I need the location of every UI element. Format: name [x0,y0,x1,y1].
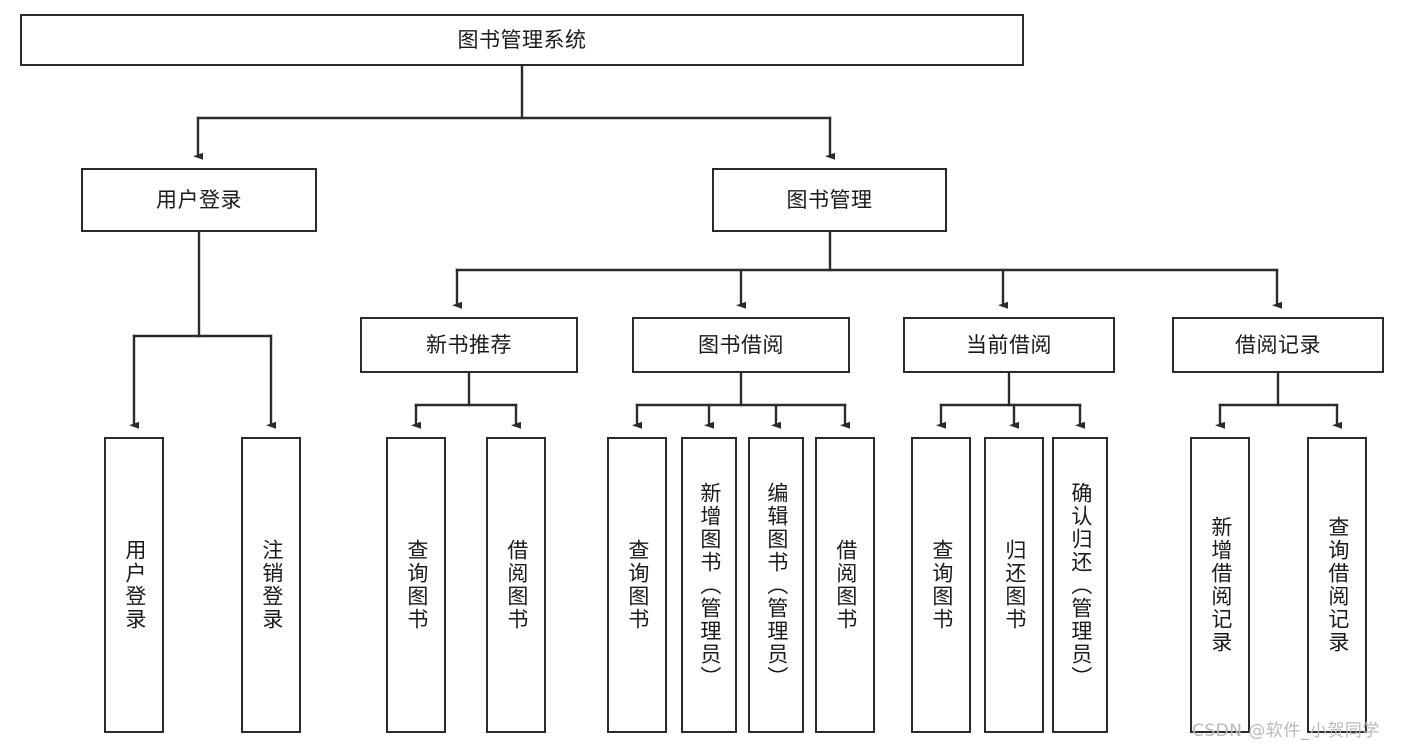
node-new-book-recommend[interactable]: 新书推荐 [360,317,578,373]
node-leaf-query-book-2-label: 查询图书 [625,539,650,631]
node-user-login-label: 用户登录 [156,187,242,212]
node-leaf-add-book-label: 新增图书（管理员） [697,481,722,689]
node-leaf-query-record[interactable]: 查询借阅记录 [1307,437,1367,733]
node-borrow-record-label: 借阅记录 [1235,332,1321,357]
node-leaf-borrow-book-2-label: 借阅图书 [833,539,858,631]
node-leaf-user-login[interactable]: 用户登录 [104,437,164,733]
node-leaf-add-book[interactable]: 新增图书（管理员） [681,437,737,733]
node-current-borrow[interactable]: 当前借阅 [903,317,1115,373]
node-borrow-record[interactable]: 借阅记录 [1172,317,1384,373]
node-leaf-borrow-book-1[interactable]: 借阅图书 [486,437,546,733]
user-login-to-leaves-connectors [129,230,276,429]
node-current-borrow-label: 当前借阅 [966,332,1052,357]
node-leaf-user-login-label: 用户登录 [122,539,147,631]
node-leaf-query-book-1[interactable]: 查询图书 [386,437,446,733]
node-leaf-edit-book-label: 编辑图书（管理员） [764,481,789,689]
node-leaf-query-book-1-label: 查询图书 [404,539,429,631]
node-book-borrow[interactable]: 图书借阅 [632,317,850,373]
node-leaf-edit-book[interactable]: 编辑图书（管理员） [748,437,804,733]
node-leaf-add-record[interactable]: 新增借阅记录 [1190,437,1250,733]
current-borrow-to-leaves-connectors [936,371,1085,429]
node-leaf-user-logout-label: 注销登录 [259,539,284,631]
node-book-borrow-label: 图书借阅 [698,332,784,357]
node-leaf-query-book-3-label: 查询图书 [929,539,954,631]
node-book-manage-label: 图书管理 [786,187,873,212]
node-leaf-add-record-label: 新增借阅记录 [1208,516,1233,654]
root-to-level2-connectors [193,64,835,160]
node-leaf-query-book-2[interactable]: 查询图书 [607,437,667,733]
node-leaf-query-book-3[interactable]: 查询图书 [911,437,971,733]
node-root-label: 图书管理系统 [457,27,587,52]
book-manage-to-level3-connectors [452,230,1282,309]
node-leaf-confirm-return[interactable]: 确认归还（管理员） [1052,437,1108,733]
node-leaf-query-record-label: 查询借阅记录 [1325,516,1350,654]
node-leaf-borrow-book-2[interactable]: 借阅图书 [815,437,875,733]
node-leaf-user-logout[interactable]: 注销登录 [241,437,301,733]
book-borrow-to-leaves-connectors [632,371,850,429]
node-leaf-borrow-book-1-label: 借阅图书 [504,539,529,631]
borrow-record-to-leaves-connectors [1215,371,1342,429]
new-book-recommend-to-leaves-connectors [411,371,521,429]
node-root[interactable]: 图书管理系统 [20,14,1024,66]
node-leaf-return-book-label: 归还图书 [1002,539,1027,631]
node-user-login[interactable]: 用户登录 [81,168,317,232]
node-new-book-recommend-label: 新书推荐 [426,332,512,357]
node-leaf-return-book[interactable]: 归还图书 [984,437,1044,733]
node-book-manage[interactable]: 图书管理 [712,168,947,232]
node-leaf-confirm-return-label: 确认归还（管理员） [1068,481,1093,689]
